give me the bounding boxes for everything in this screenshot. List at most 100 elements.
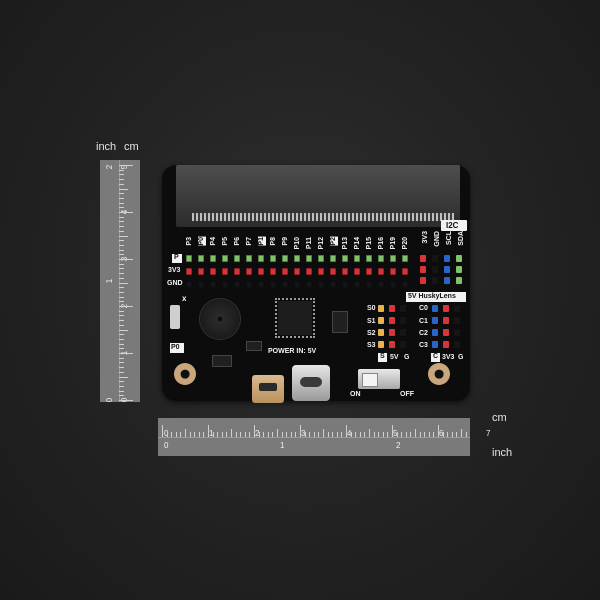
signal-pin[interactable] bbox=[258, 255, 264, 262]
signal-pin[interactable] bbox=[270, 255, 276, 262]
servo-pin[interactable] bbox=[400, 305, 406, 312]
signal-pin[interactable] bbox=[390, 255, 396, 262]
i2c-pin[interactable] bbox=[456, 255, 462, 262]
power-switch[interactable] bbox=[358, 369, 400, 389]
c-pin[interactable] bbox=[443, 317, 449, 324]
signal-pin[interactable] bbox=[330, 255, 336, 262]
p0-button[interactable] bbox=[170, 305, 180, 329]
i2c-pin[interactable] bbox=[432, 266, 438, 273]
c-pin[interactable] bbox=[432, 317, 438, 324]
signal-pin[interactable] bbox=[246, 255, 252, 262]
c-pin[interactable] bbox=[443, 329, 449, 336]
power-pin[interactable] bbox=[378, 268, 384, 275]
servo-pin[interactable] bbox=[400, 341, 406, 348]
ground-pin[interactable] bbox=[342, 281, 348, 288]
power-pin[interactable] bbox=[306, 268, 312, 275]
power-pin[interactable] bbox=[390, 268, 396, 275]
servo-pin[interactable] bbox=[378, 341, 384, 348]
c-pin[interactable] bbox=[432, 341, 438, 348]
power-pin[interactable] bbox=[234, 268, 240, 275]
i2c-pin[interactable] bbox=[432, 255, 438, 262]
servo-pin[interactable] bbox=[378, 317, 384, 324]
i2c-pin[interactable] bbox=[456, 266, 462, 273]
servo-pin[interactable] bbox=[389, 329, 395, 336]
switch-off-label: OFF bbox=[400, 391, 414, 398]
power-pin[interactable] bbox=[186, 268, 192, 275]
i2c-pin[interactable] bbox=[456, 277, 462, 284]
c-pin[interactable] bbox=[443, 305, 449, 312]
ground-pin[interactable] bbox=[390, 281, 396, 288]
ground-pin[interactable] bbox=[318, 281, 324, 288]
signal-pin[interactable] bbox=[402, 255, 408, 262]
ground-pin[interactable] bbox=[210, 281, 216, 288]
c-pin[interactable] bbox=[454, 329, 460, 336]
ground-pin[interactable] bbox=[258, 281, 264, 288]
servo-pin[interactable] bbox=[389, 305, 395, 312]
ground-pin[interactable] bbox=[246, 281, 252, 288]
power-pin[interactable] bbox=[246, 268, 252, 275]
i2c-pin[interactable] bbox=[444, 266, 450, 273]
power-pin[interactable] bbox=[354, 268, 360, 275]
servo-pin[interactable] bbox=[389, 317, 395, 324]
servo-pin[interactable] bbox=[400, 329, 406, 336]
ground-pin[interactable] bbox=[222, 281, 228, 288]
ground-pin[interactable] bbox=[378, 281, 384, 288]
power-pin[interactable] bbox=[318, 268, 324, 275]
signal-pin[interactable] bbox=[306, 255, 312, 262]
signal-pin[interactable] bbox=[342, 255, 348, 262]
servo-pin[interactable] bbox=[378, 329, 384, 336]
c-pin[interactable] bbox=[454, 317, 460, 324]
usb-c-port[interactable] bbox=[292, 365, 330, 401]
signal-pin[interactable] bbox=[282, 255, 288, 262]
ground-pin[interactable] bbox=[234, 281, 240, 288]
power-pin[interactable] bbox=[366, 268, 372, 275]
c-pin[interactable] bbox=[432, 329, 438, 336]
power-pin[interactable] bbox=[222, 268, 228, 275]
power-pin[interactable] bbox=[210, 268, 216, 275]
ground-pin[interactable] bbox=[330, 281, 336, 288]
signal-pin[interactable] bbox=[294, 255, 300, 262]
signal-pin[interactable] bbox=[234, 255, 240, 262]
i2c-pin[interactable] bbox=[420, 266, 426, 273]
ground-pin[interactable] bbox=[186, 281, 192, 288]
power-pin[interactable] bbox=[342, 268, 348, 275]
i2c-pin[interactable] bbox=[432, 277, 438, 284]
i2c-pin[interactable] bbox=[420, 277, 426, 284]
i2c-pin[interactable] bbox=[444, 255, 450, 262]
micro-usb-port[interactable] bbox=[252, 375, 284, 403]
ruler-tick bbox=[119, 287, 124, 289]
signal-pin[interactable] bbox=[366, 255, 372, 262]
c-pin[interactable] bbox=[432, 305, 438, 312]
signal-pin[interactable] bbox=[198, 255, 204, 262]
signal-pin[interactable] bbox=[354, 255, 360, 262]
power-pin[interactable] bbox=[258, 268, 264, 275]
i2c-pin[interactable] bbox=[420, 255, 426, 262]
signal-pin[interactable] bbox=[222, 255, 228, 262]
power-pin[interactable] bbox=[282, 268, 288, 275]
power-pin[interactable] bbox=[198, 268, 204, 275]
ground-pin[interactable] bbox=[366, 281, 372, 288]
servo-pin[interactable] bbox=[400, 317, 406, 324]
ground-pin[interactable] bbox=[198, 281, 204, 288]
ground-pin[interactable] bbox=[282, 281, 288, 288]
signal-pin[interactable] bbox=[186, 255, 192, 262]
power-pin[interactable] bbox=[402, 268, 408, 275]
c-pin[interactable] bbox=[454, 305, 460, 312]
power-pin[interactable] bbox=[330, 268, 336, 275]
ground-pin[interactable] bbox=[306, 281, 312, 288]
i2c-pin[interactable] bbox=[444, 277, 450, 284]
signal-pin[interactable] bbox=[318, 255, 324, 262]
c-pin[interactable] bbox=[454, 341, 460, 348]
c-pin[interactable] bbox=[443, 341, 449, 348]
ground-pin[interactable] bbox=[294, 281, 300, 288]
signal-pin[interactable] bbox=[210, 255, 216, 262]
ruler-tick bbox=[119, 329, 128, 331]
servo-pin[interactable] bbox=[378, 305, 384, 312]
signal-pin[interactable] bbox=[378, 255, 384, 262]
ground-pin[interactable] bbox=[354, 281, 360, 288]
power-pin[interactable] bbox=[270, 268, 276, 275]
ground-pin[interactable] bbox=[270, 281, 276, 288]
servo-pin[interactable] bbox=[389, 341, 395, 348]
power-pin[interactable] bbox=[294, 268, 300, 275]
ground-pin[interactable] bbox=[402, 281, 408, 288]
